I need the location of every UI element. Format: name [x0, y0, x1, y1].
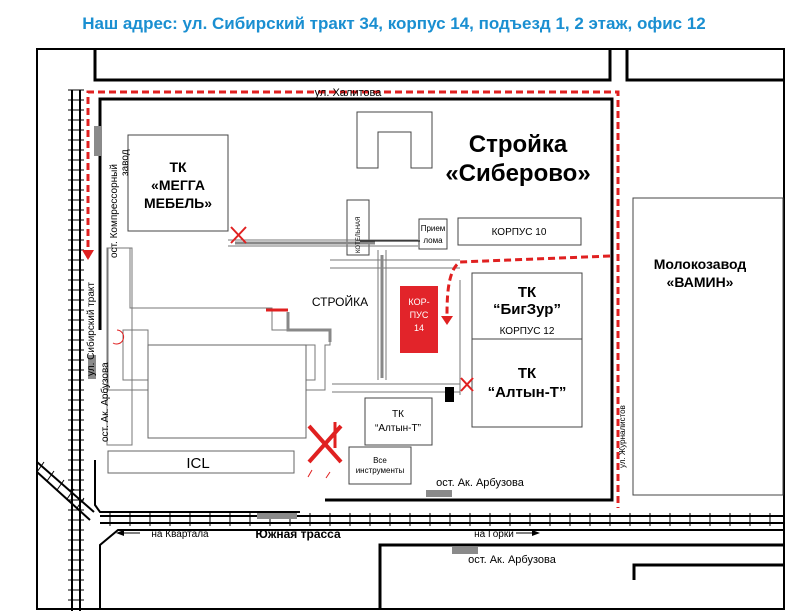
megga-label-2: «МЕГГА [151, 177, 205, 193]
bus-stop-marker [452, 547, 478, 554]
route-arrow-icon [82, 250, 94, 260]
closed-passage-icon [230, 226, 247, 244]
altyn-small-label-1: ТК [392, 409, 404, 420]
icl-building [107, 450, 295, 474]
bottom-right-block [632, 563, 784, 580]
route-arrow-icon [441, 316, 453, 325]
direction-arrow-left-icon [116, 530, 140, 536]
stop-kompressorny-2: завод [120, 149, 131, 176]
route-path [86, 90, 620, 508]
molokozavod-label-2: «ВАМИН» [667, 274, 734, 290]
bigzur-label-3: КОРПУС 12 [500, 326, 555, 337]
bottom-block [378, 543, 784, 609]
vse-label-2: инструменты [356, 466, 405, 475]
southern-highway [94, 460, 784, 610]
korpus10-building [457, 217, 582, 246]
korpus10-label: КОРПУС 10 [492, 227, 547, 238]
bigzur-label-1: ТК [518, 284, 537, 301]
direction-arrow-right-icon [516, 530, 540, 536]
street-khalitova: ул. Халитова [315, 87, 383, 99]
direction-na-gorki: на Горки [474, 529, 514, 540]
street-yuzhnaya-trassa: Южная трасса [255, 527, 341, 541]
vse-label-1: Все [373, 456, 387, 465]
altyn-big-label-2: “Алтын-Т” [488, 384, 567, 401]
bus-stop-marker [88, 355, 96, 379]
railway-tracks [36, 89, 95, 611]
altyn-small-label-2: “Алтын-Т” [375, 423, 421, 434]
stop-kompressorny-1: ост. Компрессорный [109, 164, 120, 258]
altyn-big-label-1: ТК [518, 365, 537, 382]
gate-icon-2 [307, 469, 331, 479]
korpus14-label-3: 14 [414, 323, 424, 333]
inner-building [147, 344, 307, 439]
street-zhurnalistov: ул. Журналистов [618, 405, 627, 468]
altyn-big-building [471, 338, 583, 428]
gate-icon [112, 329, 125, 345]
korpus14-target [400, 286, 438, 353]
stop-arbuzova-bottom: ост. Ак. Арбузова [468, 554, 557, 566]
bigzur-label-2: “БигЗур” [493, 301, 561, 318]
side-building [106, 247, 133, 446]
address-header: Наш адрес: ул. Сибирский тракт 34, корпу… [82, 14, 706, 33]
korpus14-label-2: ПУС [410, 310, 429, 320]
bus-stop-marker [94, 126, 102, 156]
megga-label-3: МЕБЕЛЬ» [144, 195, 212, 211]
u-shaped-building [356, 111, 433, 169]
korpus14-label-1: КОР- [408, 297, 429, 307]
internal-roads [228, 239, 461, 395]
vse-instrumenty-building [348, 446, 412, 485]
gray-road-segments [235, 240, 420, 378]
bus-stop-marker [257, 513, 297, 519]
stroika-site-label: СТРОЙКА [312, 294, 368, 309]
stroika-title: Стройка [469, 131, 568, 158]
molokozavod-label-1: Молокозавод [654, 256, 747, 272]
territory-outline [98, 97, 614, 502]
bus-stop-marker [426, 490, 452, 497]
molokozavod-building [632, 197, 784, 496]
priem-label-1: Прием [421, 224, 446, 233]
map-frame [36, 48, 785, 610]
megga-label-1: ТК [169, 159, 187, 175]
street-sibirsky-trakt: ул. Сибирский тракт [85, 282, 97, 376]
stop-arbuzova-center: ост. Ак. Арбузова [436, 477, 525, 489]
top-right-block [625, 50, 784, 82]
entrance-marker [445, 387, 454, 402]
top-block [93, 50, 612, 82]
altyn-small-building [364, 397, 433, 446]
closed-passage-icon [460, 377, 474, 392]
street-ak-arbuzova: ост. Ак. Арбузова [99, 362, 111, 442]
icl-label: ICL [186, 455, 209, 472]
closed-passage-large-icon [307, 424, 343, 464]
priem-loma-building [418, 218, 448, 250]
direction-na-kvartala: на Квартала [151, 529, 209, 540]
stroika-subtitle: «Сиберово» [445, 160, 590, 187]
kotelnaya-label: КОТЕЛЬНАЯ [356, 217, 362, 253]
priem-label-2: лома [423, 236, 443, 245]
megga-mebel-building [127, 134, 229, 232]
